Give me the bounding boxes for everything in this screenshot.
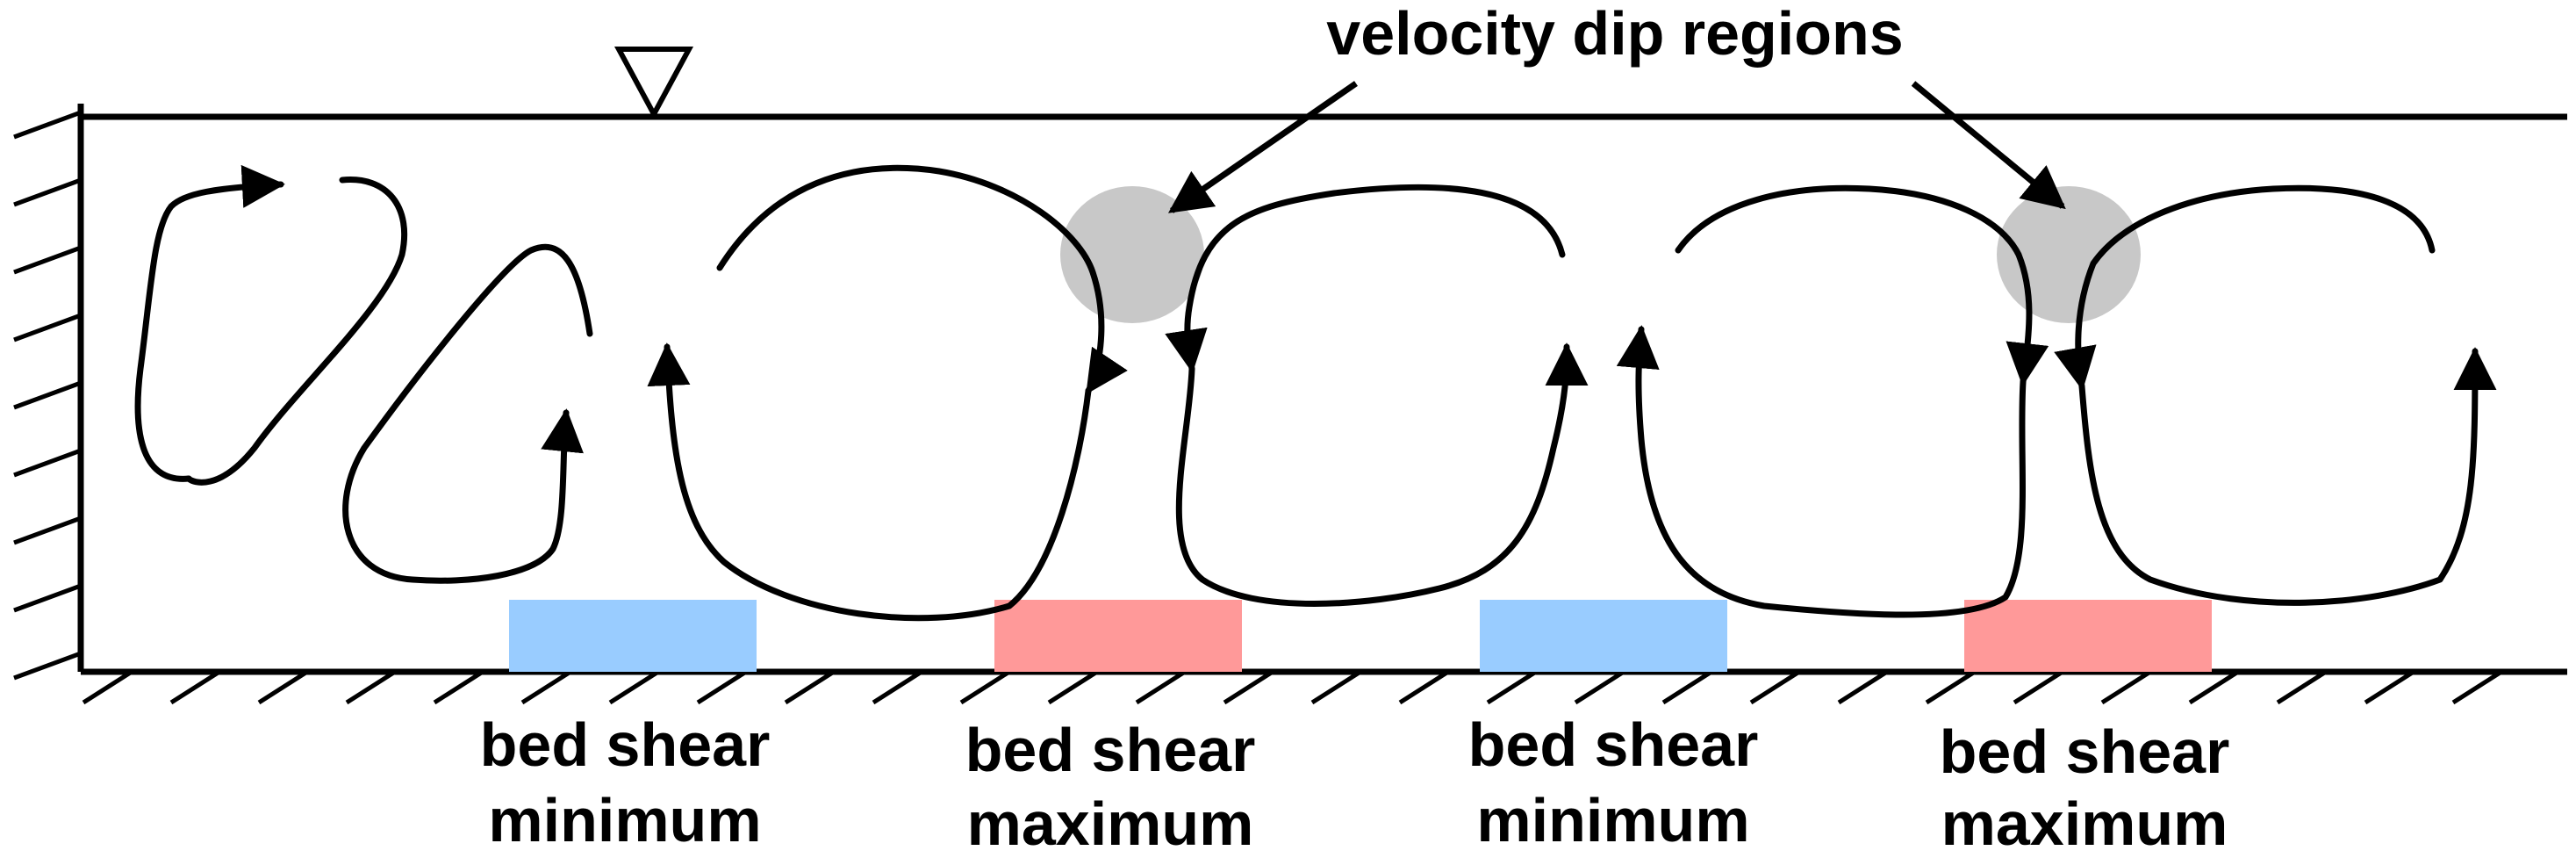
left-wall-hatching xyxy=(13,110,82,681)
secondary-flow-cells xyxy=(134,164,2497,622)
flow-arrow-cell-b-return xyxy=(647,342,1092,622)
zone-label-3-line2: minimum xyxy=(1476,786,1749,854)
zone-label-3-line1: bed shear xyxy=(1468,710,1759,779)
flow-arrow-cell-c-return xyxy=(1175,342,1589,607)
flow-arrow-cell-b xyxy=(716,164,1128,395)
zone-label-4-line1: bed shear xyxy=(1940,717,2230,786)
bed-shear-zone-2 xyxy=(994,600,1242,672)
bed-shear-zone-3 xyxy=(1480,600,1727,672)
bed-shear-zone-4 xyxy=(1964,600,2212,672)
zone-label-2-line2: maximum xyxy=(967,789,1254,858)
zone-label-2-line1: bed shear xyxy=(965,716,1256,784)
flow-arrow-cell-a xyxy=(342,243,593,584)
bed-hatching xyxy=(82,669,2503,705)
flow-arrow-cell-c xyxy=(1165,184,1566,373)
annotation-arrow-right xyxy=(1911,81,2066,210)
zone-label-1-line1: bed shear xyxy=(480,710,771,779)
water-level-triangle xyxy=(614,47,694,120)
velocity-dip-region-2 xyxy=(1997,186,2141,323)
zone-label-1-line2: minimum xyxy=(488,786,761,854)
flow-arrow-cell-d-return xyxy=(1616,325,2027,618)
bed-shear-zones xyxy=(509,600,2212,672)
bed-shear-zone-1 xyxy=(509,600,757,672)
flow-arrow-cell-e xyxy=(2054,184,2436,391)
velocity-dip-regions xyxy=(1060,186,2141,323)
velocity-dip-title: velocity dip regions xyxy=(1326,0,1903,68)
annotation-arrows xyxy=(1167,81,2066,213)
channel xyxy=(13,47,2567,705)
annotation-arrow-left xyxy=(1167,81,1358,213)
flow-arrow-cell-e-return xyxy=(2078,347,2497,606)
zone-labels: bed shear minimum bed shear maximum bed … xyxy=(480,710,2230,858)
zone-label-4-line2: maximum xyxy=(1941,789,2228,858)
flow-arrow-cell-d xyxy=(1675,184,2049,386)
flow-arrow-corner-loop xyxy=(134,164,285,482)
flow-arrow-corner-tail xyxy=(185,177,408,486)
